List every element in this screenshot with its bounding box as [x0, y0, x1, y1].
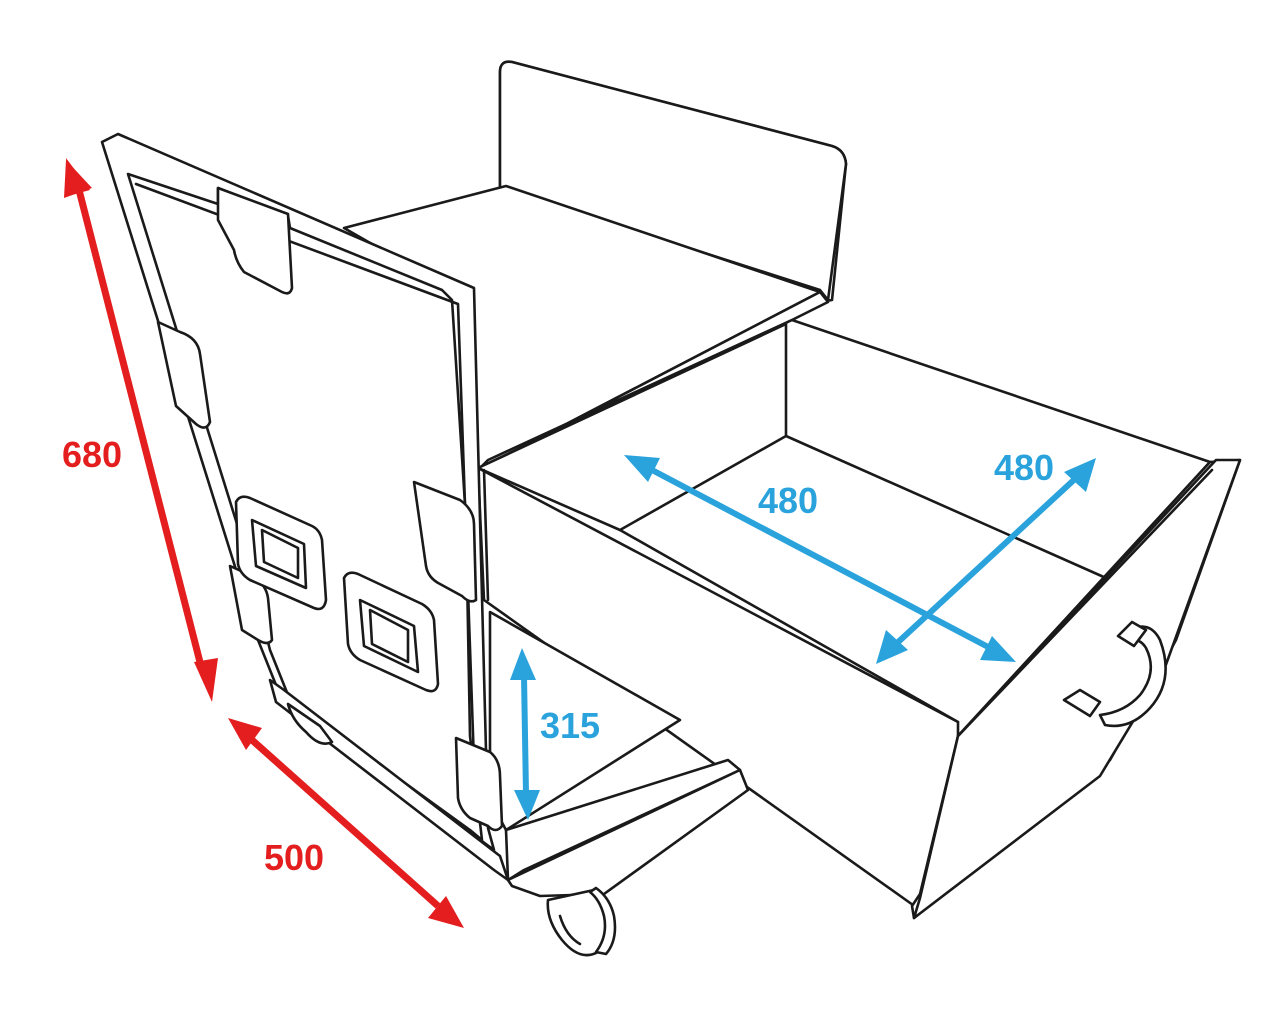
drawer-front-inner-edge	[956, 468, 1214, 738]
drawer-back-seam	[618, 528, 960, 724]
door-handle-right-inner	[358, 598, 420, 674]
drawer-back-edge	[784, 434, 1108, 580]
height-label: 680	[62, 434, 122, 475]
height-arrow	[64, 158, 218, 702]
caster-front-left-wheel	[558, 914, 582, 946]
lower-clearance-arrow	[510, 648, 540, 820]
door-handle-left-grip	[260, 528, 300, 580]
drawer-width-label: 480	[758, 480, 818, 521]
latch-lower-right	[454, 736, 504, 832]
door-handle-left-inner	[250, 518, 308, 590]
hinge-upper-left	[156, 320, 212, 429]
lower-clearance-label: 315	[540, 705, 600, 746]
corner-bracket-top	[216, 186, 294, 295]
drawer-handle-mount-top	[1116, 620, 1148, 648]
caster-rear-left	[286, 702, 334, 745]
latch-upper-right	[412, 480, 478, 603]
case-bottom-edge	[268, 678, 510, 882]
drawer-depth-label: 480	[994, 447, 1054, 488]
drawer-depth-arrow	[876, 458, 1096, 664]
drawer-width-arrow	[624, 455, 1016, 662]
caster-front-right	[588, 886, 617, 956]
drawer-handle[interactable]	[1098, 625, 1167, 728]
door-handle-right-grip	[368, 608, 410, 664]
door-handle-left[interactable]	[234, 495, 328, 611]
drawer-handle-mount-bottom	[1062, 688, 1102, 718]
upper-cavity	[476, 290, 830, 472]
drawer-left-wall-edge	[482, 468, 490, 602]
depth-label: 500	[264, 837, 324, 878]
depth-arrow	[228, 718, 464, 928]
rear-panel-face	[498, 60, 848, 302]
